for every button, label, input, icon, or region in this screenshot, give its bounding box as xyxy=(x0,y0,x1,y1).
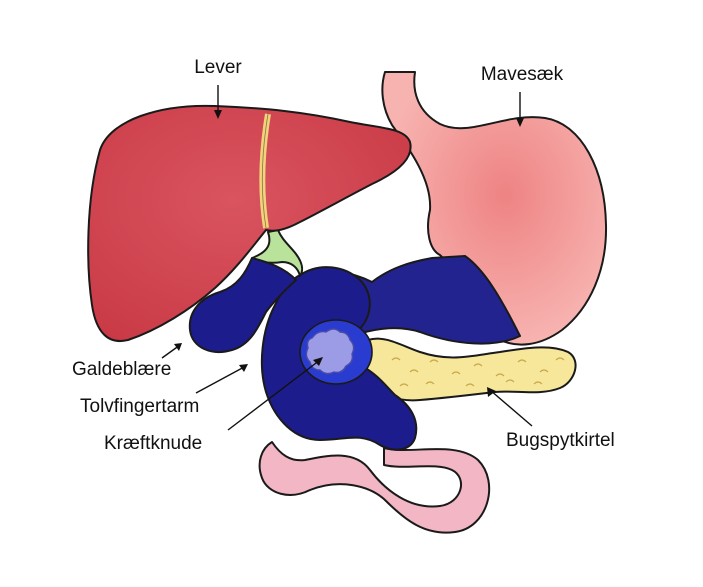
gallbladder xyxy=(188,257,297,353)
label-stomach: Mavesæk xyxy=(481,64,564,85)
label-pancreas: Bugspytkirtel xyxy=(506,430,615,451)
arrow-pancreas xyxy=(489,389,533,427)
label-gallbladder: Galdeblære xyxy=(72,359,171,380)
liver xyxy=(87,104,412,343)
arrow-tumor xyxy=(227,359,321,431)
pancreas-texture xyxy=(391,357,565,387)
label-liver: Lever xyxy=(194,57,242,78)
label-tumor: Kræftknude xyxy=(104,433,202,454)
stomach xyxy=(381,71,608,346)
label-duodenum: Tolvfingertarm xyxy=(80,396,199,417)
arrow-duodenum xyxy=(195,365,247,394)
small-intestine xyxy=(258,441,491,534)
bile-duct xyxy=(251,229,304,277)
